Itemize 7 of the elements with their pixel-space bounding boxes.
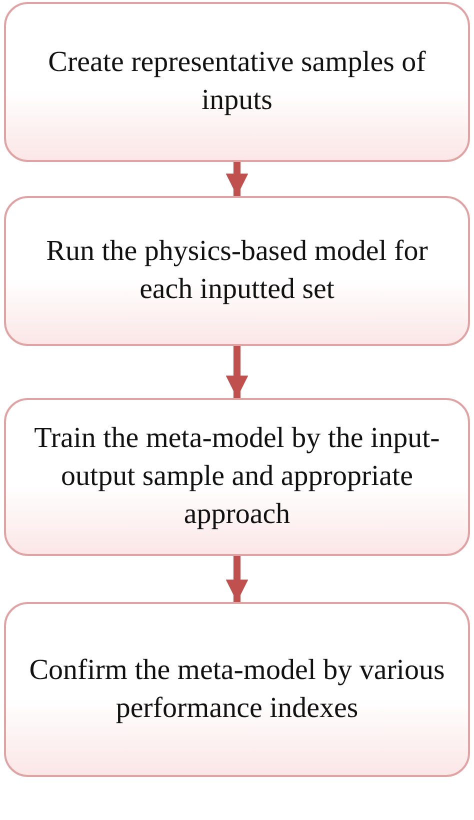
process-box: Train the meta-model by the input-output sample and appropriate approach xyxy=(4,398,470,556)
arrow xyxy=(226,556,248,602)
process-box: Run the physics-based model for each inputted set xyxy=(4,196,470,346)
process-box: Create representative samples of inputs xyxy=(4,2,470,162)
arrow xyxy=(226,346,248,398)
arrow xyxy=(226,162,248,196)
process-box: Confirm the meta-model by various performance indexes xyxy=(4,602,470,777)
